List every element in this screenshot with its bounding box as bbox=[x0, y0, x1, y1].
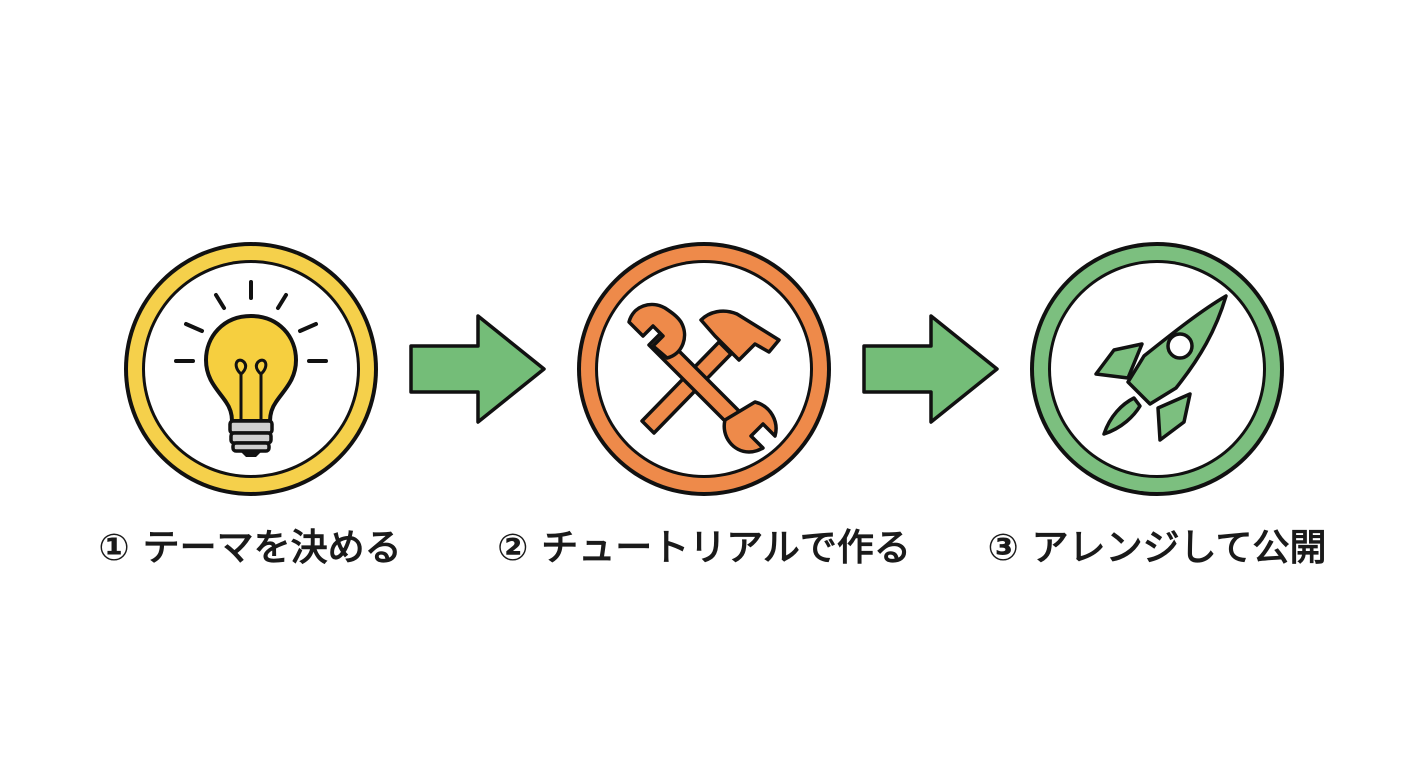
step-1 bbox=[120, 238, 382, 500]
arrow-right-icon bbox=[862, 314, 999, 424]
step-2 bbox=[573, 238, 835, 500]
arrow-right-icon bbox=[409, 314, 546, 424]
rocket-icon bbox=[1094, 294, 1228, 442]
step-2-circle bbox=[577, 242, 831, 496]
step-1-label: ① テーマを決める bbox=[98, 526, 402, 569]
wrench-hammer-icon bbox=[627, 302, 781, 454]
step-3-circle bbox=[1030, 242, 1284, 496]
step-3-label: ③ アレンジして公開 bbox=[987, 526, 1327, 569]
step-2-label: ② チュートリアルで作る bbox=[497, 526, 911, 569]
step-1-circle bbox=[124, 242, 378, 496]
lightbulb-icon bbox=[174, 280, 328, 457]
step-3 bbox=[1026, 238, 1288, 500]
